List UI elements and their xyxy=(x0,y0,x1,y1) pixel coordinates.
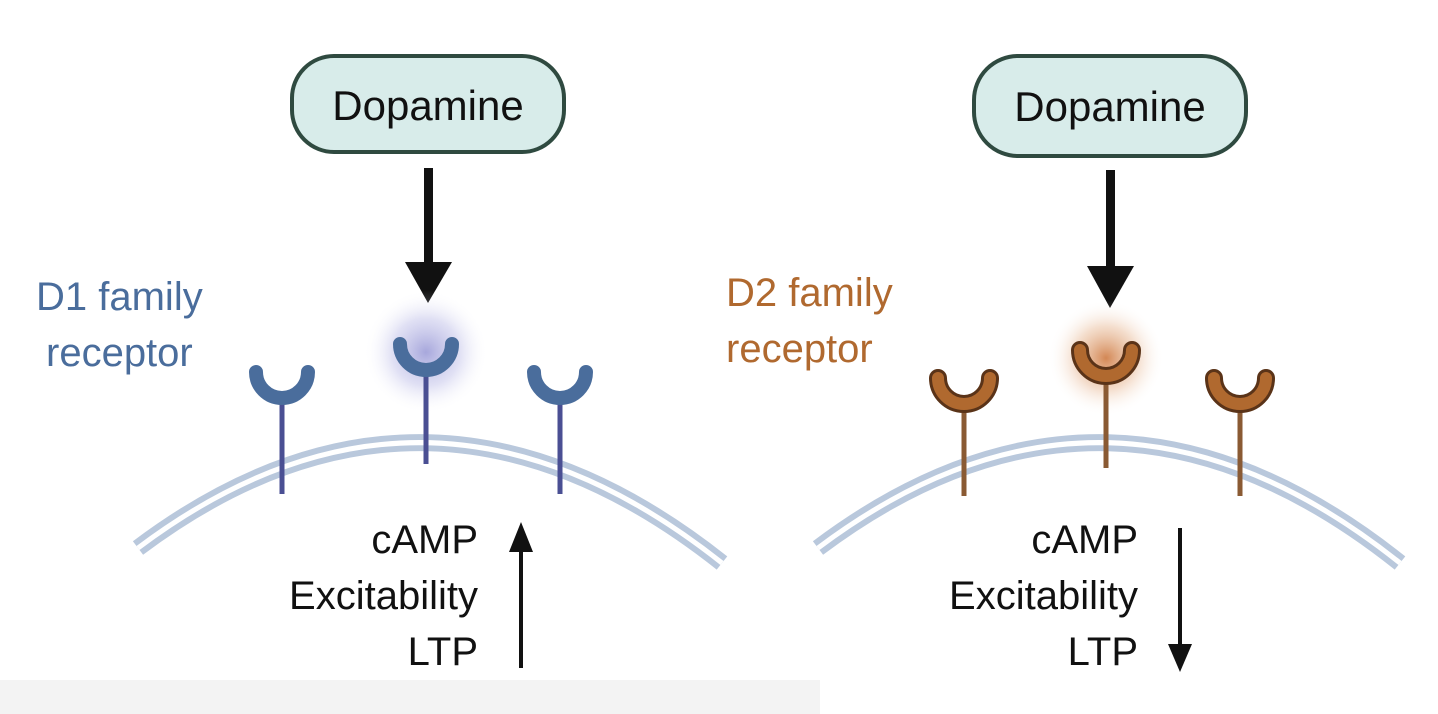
bottom-strip xyxy=(0,680,820,714)
d2-cell-membrane xyxy=(812,434,1406,570)
d2-receptor-label-line2: receptor xyxy=(726,327,873,371)
d2-panel: Dopamine D2 family receptor cAM xyxy=(726,54,1406,674)
d1-receptor-active xyxy=(393,337,459,464)
d1-receptor-label-line1: D1 family xyxy=(36,275,203,319)
d2-dopamine-label: Dopamine xyxy=(1014,83,1205,130)
d2-decrease-arrow xyxy=(1168,528,1192,672)
d2-receptor xyxy=(1205,369,1275,496)
d1-dopamine-label: Dopamine xyxy=(332,82,523,129)
d1-receptor-label-line2: receptor xyxy=(46,331,193,375)
d1-dopamine-arrow xyxy=(405,168,452,303)
d2-effect-excitability: Excitability xyxy=(949,574,1138,618)
d1-dopamine-box: Dopamine xyxy=(290,54,566,154)
d1-receptor xyxy=(249,365,315,494)
d2-dopamine-arrow xyxy=(1087,170,1134,308)
d1-receptor xyxy=(527,365,593,494)
d1-effect-ltp: LTP xyxy=(408,630,478,674)
d2-dopamine-box: Dopamine xyxy=(972,54,1248,158)
d2-receptor-label-line1: D2 family xyxy=(726,271,893,315)
d1-panel: Dopamine D1 family receptor cAMP Excitab… xyxy=(36,54,728,674)
d2-receptor-active xyxy=(1071,341,1141,468)
d1-effect-camp: cAMP xyxy=(371,518,478,562)
d1-effect-excitability: Excitability xyxy=(289,574,478,618)
d2-effect-camp: cAMP xyxy=(1031,518,1138,562)
d2-activation-glow xyxy=(1048,300,1164,416)
d1-cell-membrane xyxy=(132,434,728,570)
d1-increase-arrow xyxy=(509,522,533,668)
d2-receptor xyxy=(929,369,999,496)
d2-effect-ltp: LTP xyxy=(1068,630,1138,674)
d1-activation-glow xyxy=(364,290,488,414)
